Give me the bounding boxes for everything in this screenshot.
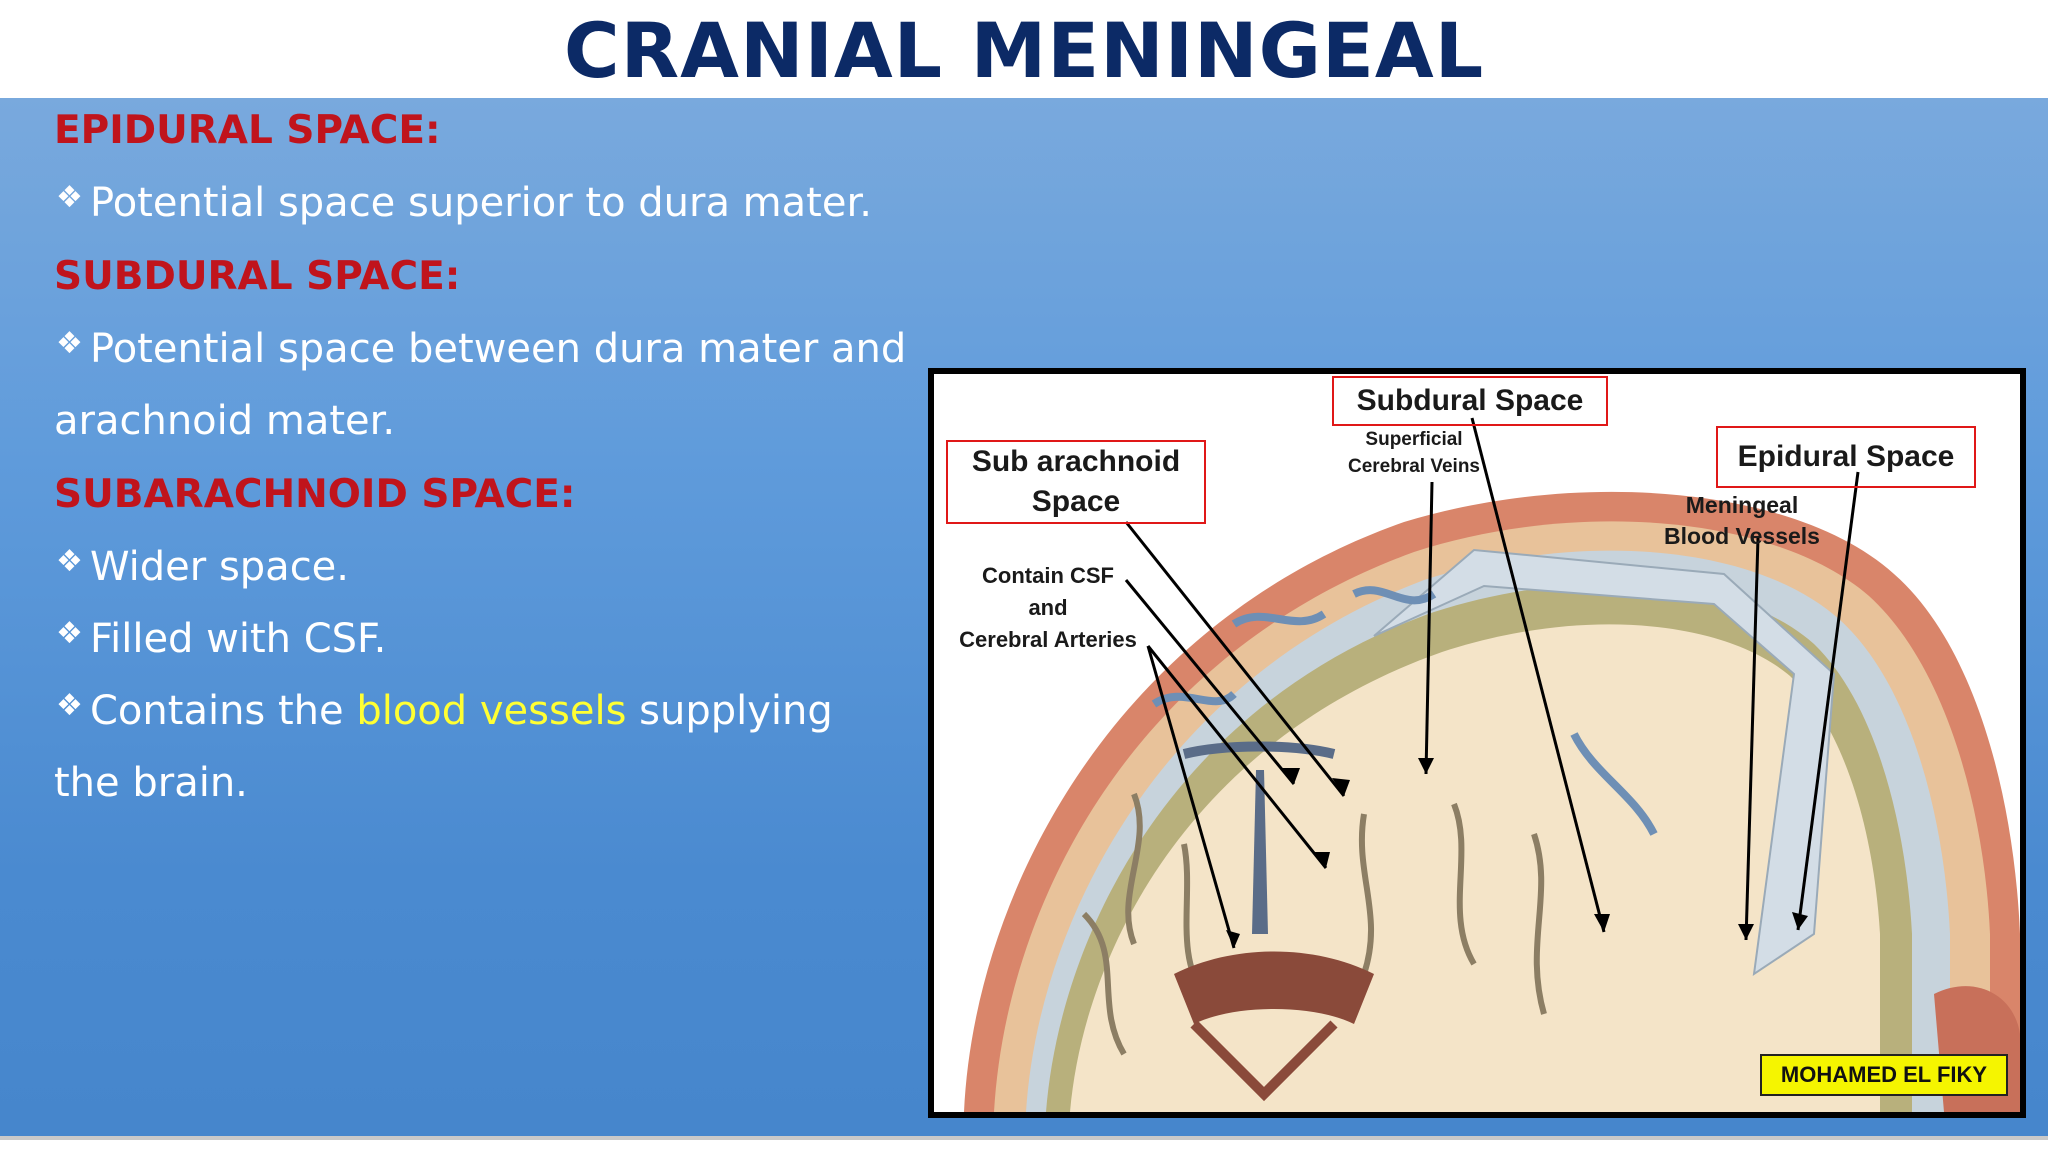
item3-before: Contains the — [90, 688, 357, 734]
subarachnoid-heading: SUBARACHNOID SPACE: — [54, 472, 576, 517]
brain-section-illustration — [964, 417, 2020, 1112]
csf-label-line3: Cerebral Arteries — [959, 627, 1137, 652]
subdural-space-label: Subdural Space — [1332, 376, 1608, 426]
subarachnoid-item-1: Wider space. — [90, 544, 350, 590]
arrow-heads — [1226, 758, 1808, 948]
longitudinal-fissure — [1252, 770, 1268, 934]
bullet-icon: ❖ — [56, 616, 83, 651]
bullet-icon: ❖ — [56, 326, 83, 361]
epidural-heading: EPIDURAL SPACE: — [54, 108, 441, 153]
subdural-text-line2: arachnoid mater. — [54, 398, 396, 444]
meningeal-label-line1: Meningeal — [1685, 492, 1799, 518]
author-watermark: MOHAMED EL FIKY — [1760, 1054, 2008, 1096]
subdural-heading: SUBDURAL SPACE: — [54, 254, 461, 299]
lateral-ventricle — [1174, 951, 1374, 1024]
subarachnoid-item-2: Filled with CSF. — [90, 616, 387, 662]
subarachnoid-item-3-line2: the brain. — [54, 760, 248, 806]
superficial-veins-label: Superficial Cerebral Veins — [1324, 426, 1504, 480]
subarachnoid-space-label: Sub arachnoid Space — [946, 440, 1206, 524]
meninges-figure: Sub arachnoid Space Contain CSF and Cere… — [928, 368, 2026, 1118]
veins-label-line2: Cerebral Veins — [1347, 456, 1481, 477]
slide-title: CRANIAL MENINGEAL — [563, 6, 1485, 95]
bullet-icon: ❖ — [56, 544, 83, 579]
meningeal-label-line2: Blood Vessels — [1664, 523, 1820, 549]
meningeal-vessels-label: Meningeal Blood Vessels — [1642, 490, 1842, 552]
subarachnoid-label-line1: Sub arachnoid — [971, 445, 1181, 478]
epidural-text: Potential space superior to dura mater. — [90, 180, 872, 226]
subarachnoid-label-line2: Space — [1031, 485, 1121, 518]
csf-arteries-label: Contain CSF and Cerebral Arteries — [938, 560, 1158, 656]
dura-flap — [1373, 548, 1836, 977]
csf-label-line1: Contain CSF — [982, 563, 1114, 588]
ventricle-floor — [1190, 1020, 1338, 1102]
bottom-divider — [0, 1136, 2048, 1140]
subarachnoid-item-3: Contains the blood vessels supplying — [90, 688, 833, 734]
highlight-blood-vessels: blood vessels — [356, 688, 627, 734]
pointer-lines — [1124, 417, 1860, 949]
epidural-space-label: Epidural Space — [1716, 426, 1976, 488]
csf-label-line2: and — [1028, 595, 1068, 620]
bullet-icon: ❖ — [56, 180, 83, 215]
item3-after: supplying — [626, 688, 833, 734]
veins-label-line1: Superficial — [1365, 429, 1463, 450]
fissure-outline — [1182, 741, 1336, 759]
bullet-icon: ❖ — [56, 688, 83, 723]
subdural-text-line1: Potential space between dura mater and — [90, 326, 907, 372]
